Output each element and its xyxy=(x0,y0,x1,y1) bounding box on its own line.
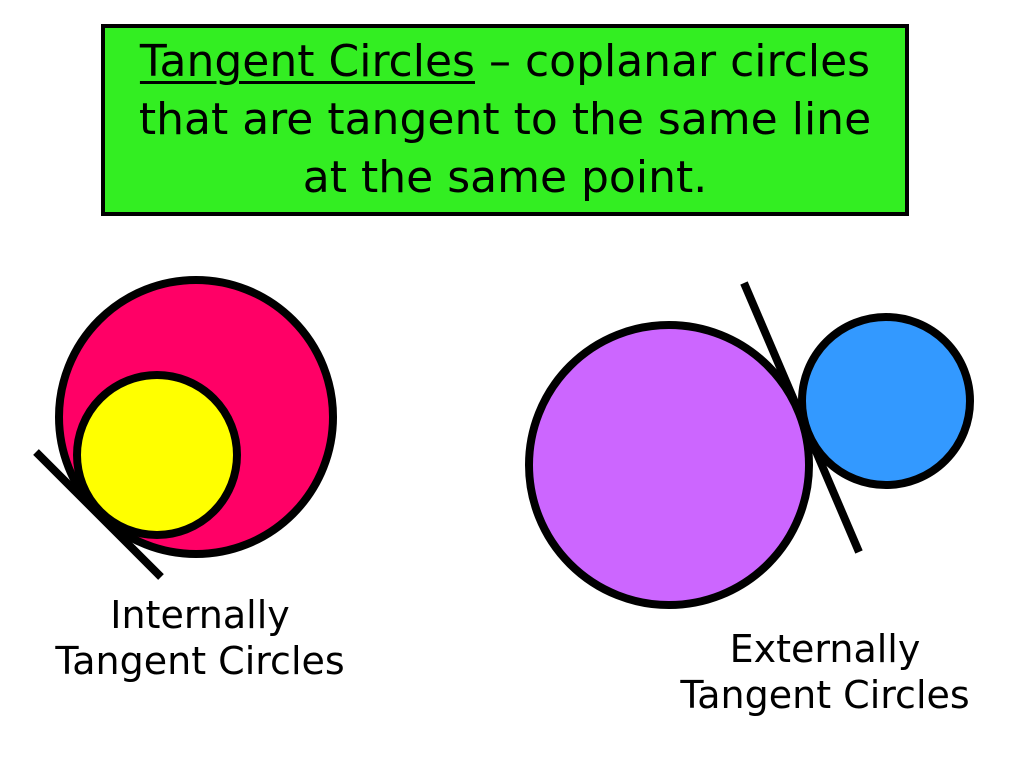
internal-small-circle xyxy=(73,371,241,539)
internal-label-line1: Internally xyxy=(110,593,290,637)
definition-term: Tangent Circles xyxy=(139,36,475,87)
internal-label-line2: Tangent Circles xyxy=(55,639,345,683)
external-label-line2: Tangent Circles xyxy=(680,673,970,717)
definition-text: Tangent Circles – coplanar circles that … xyxy=(129,33,881,207)
definition-box: Tangent Circles – coplanar circles that … xyxy=(101,24,909,216)
external-large-circle xyxy=(525,321,813,609)
internal-label: Internally Tangent Circles xyxy=(20,592,380,684)
definition-body: – coplanar circles that are tangent to t… xyxy=(138,36,872,203)
external-tangent-line xyxy=(740,281,863,554)
internal-tangent-line xyxy=(33,449,164,580)
external-small-circle xyxy=(798,313,974,489)
external-label-line1: Externally xyxy=(729,627,921,671)
external-label: Externally Tangent Circles xyxy=(640,626,1010,718)
internally-tangent-figure xyxy=(33,276,337,580)
externally-tangent-figure xyxy=(525,281,974,609)
